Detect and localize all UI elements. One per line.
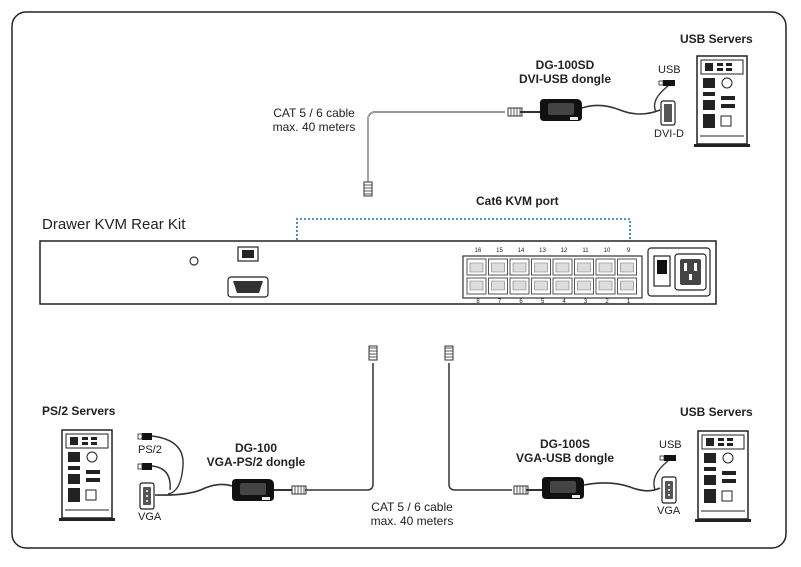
port-number-top: 12 [561,248,568,254]
port-numbers-top: 16 15 14 13 12 11 10 9 [475,248,631,254]
rj45-port [509,258,530,276]
rj45-port [574,258,594,276]
rj45-port [552,277,573,295]
outer-frame [11,11,787,549]
ground-screw-icon [189,256,199,266]
dongle-bottom-left-desc: VGA-PS/2 dongle [206,455,306,469]
lan-port-icon [237,246,259,262]
vga-label-right: VGA [657,505,681,517]
rj45-port-array [466,258,637,295]
power-module-icon [647,247,711,297]
port-number-bottom: 5 [541,299,545,305]
server-bottom-right-label: USB Servers [680,405,753,419]
port-number-top: 9 [627,248,631,254]
rj45-port [617,277,637,295]
port-number-top: 10 [604,248,611,254]
frame-title: Drawer KVM Rear Kit [42,216,186,233]
usb-label-top: USB [658,64,681,76]
dongle-bottom-right-model: DG-100S [539,437,591,451]
rj45-port [531,277,551,295]
dongle-top-label: DG-100SD DVI-USB dongle [505,58,625,86]
dvi-connector-icon [660,100,676,126]
port-number-bottom: 7 [498,299,502,305]
port-number-top: 14 [518,248,525,254]
rj45-port [595,258,616,276]
port-number-bottom: 1 [627,299,631,305]
kvm-port-label: Cat6 KVM port [476,194,559,208]
usb-connector-bottom-icon [659,455,676,461]
top-cable-line1: CAT 5 / 6 cable [273,106,355,120]
server-bottom-left-label: PS/2 Servers [42,404,116,418]
port-number-bottom: 4 [562,299,566,305]
port-number-top: 15 [496,248,503,254]
port-number-bottom: 8 [476,299,480,305]
rj45-port [617,258,637,276]
port-number-top: 16 [475,248,482,254]
usb-label-bottom: USB [659,439,682,451]
port-numbers-bottom: 8 7 6 5 4 3 2 1 [476,299,631,305]
usb-connector-top-icon [658,80,675,86]
port-number-bottom: 3 [584,299,588,305]
dongle-bottom-right-label: DG-100S VGA-USB dongle [505,437,625,465]
server-top-right-label: USB Servers [680,32,753,46]
rj45-port [531,258,551,276]
dongle-top-model: DG-100SD [535,58,595,72]
rj45-port [509,277,530,295]
rj45-port [552,258,573,276]
bottom-cable-label: CAT 5 / 6 cable max. 40 meters [360,500,464,528]
ps2-connector-icons [137,433,152,470]
rj45-port [574,277,594,295]
top-cable-line2: max. 40 meters [272,120,356,134]
dongle-bottom-right-desc: VGA-USB dongle [516,451,614,465]
vga-label-left: VGA [138,511,162,523]
bottom-cable-line1: CAT 5 / 6 cable [371,500,453,514]
dongle-bottom-left-model: DG-100 [234,441,278,455]
rj45-port [466,277,487,295]
dongle-bottom-left-label: DG-100 VGA-PS/2 dongle [196,441,316,469]
rj45-port [488,277,508,295]
ps2-label: PS/2 [138,444,162,456]
rj45-port [466,258,487,276]
rj45-port [595,277,616,295]
port-number-bottom: 2 [605,299,609,305]
port-number-top: 11 [582,248,589,254]
kvm-port-bracket [296,218,631,240]
top-cable-label: CAT 5 / 6 cable max. 40 meters [262,106,366,134]
port-number-top: 13 [539,248,546,254]
dongle-top-desc: DVI-USB dongle [519,72,611,86]
vga-port-icon [227,276,269,298]
rj45-port [488,258,508,276]
dvi-label: DVI-D [654,128,684,140]
bottom-cable-line2: max. 40 meters [370,514,454,528]
top-cable [367,111,505,182]
port-number-bottom: 6 [519,299,523,305]
